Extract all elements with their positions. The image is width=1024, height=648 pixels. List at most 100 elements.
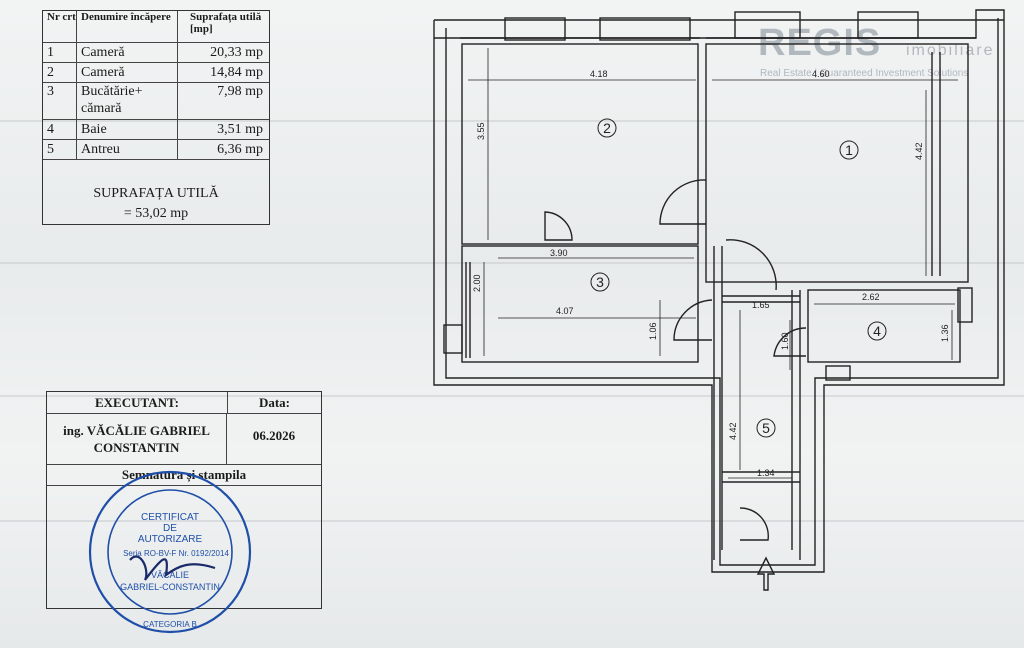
door-arc	[725, 239, 777, 291]
dim-label: 2.62	[862, 292, 880, 302]
door-arc	[739, 507, 769, 541]
room-number-4: 4	[873, 323, 881, 339]
door-arc	[773, 327, 807, 357]
row-area: 7,98 mp	[217, 84, 263, 99]
dim-label: 3.90	[550, 248, 568, 258]
door-arc	[673, 299, 713, 341]
window	[857, 11, 919, 39]
room-number-circle	[590, 272, 610, 292]
dim-label: 4.42	[728, 422, 738, 440]
row-nr: 4	[43, 120, 77, 139]
stamp-text: CERTIFICAT DE AUTORIZARE Seria RO-BV-F N…	[120, 512, 229, 629]
outer-wall	[433, 9, 1005, 573]
dim-label: 1.06	[648, 322, 658, 340]
dim-label: 4.42	[914, 142, 924, 160]
total-label: SUPRAFAȚA UTILĂ	[93, 186, 219, 201]
window	[825, 365, 851, 381]
date-label: Data:	[258, 395, 291, 410]
window	[734, 11, 801, 39]
room-number-circle	[867, 321, 887, 341]
dim-label: 2.00	[472, 274, 482, 292]
row-area: 3,51 mp	[217, 122, 263, 137]
signature-label: Semnatura și stampila	[47, 465, 321, 486]
signature-icon	[129, 555, 216, 581]
executant-box: EXECUTANT: Data: ing. VĂCĂLIE GABRIEL CO…	[46, 391, 322, 609]
room-2-outline	[461, 43, 699, 245]
room-number-circle	[756, 418, 776, 438]
window	[504, 17, 566, 41]
dim-label: 1.36	[940, 324, 950, 342]
row-nr: 5	[43, 140, 77, 159]
window	[957, 287, 973, 323]
dim-label: 1.60	[780, 332, 790, 350]
stamp-name-1: VĂCĂLIE	[151, 570, 189, 580]
row-name: Cameră	[77, 63, 178, 82]
table-row: 1 Cameră 20,33 mp	[43, 43, 269, 63]
room-number-circle	[839, 140, 859, 160]
logo-tagline: Real Estate | Guaranteed Investment Solu…	[760, 68, 969, 79]
row-area: 6,36 mp	[217, 142, 263, 157]
executant-name-line1: ing. VĂCĂLIE GABRIEL	[63, 423, 210, 438]
row-name: Cameră	[77, 43, 178, 62]
header-area: Suprafața utilă [mp]	[190, 11, 262, 35]
row-area: 20,33 mp	[210, 45, 263, 60]
window	[599, 17, 691, 41]
window	[443, 324, 463, 354]
outer-wall-inner	[445, 18, 999, 566]
dim-label: 4.60	[812, 69, 830, 79]
room-3-outline	[461, 245, 699, 363]
table-row: 5 Antreu 6,36 mp	[43, 140, 269, 160]
room-number-5: 5	[762, 420, 770, 436]
executant-label: EXECUTANT:	[47, 392, 228, 413]
row-nr: 2	[43, 63, 77, 82]
row-area: 14,84 mp	[210, 65, 263, 80]
dimension-labels: 4.18 4.60 3.55 4.42 3.90 2.00 4.07 1.06 …	[472, 69, 950, 478]
dim-label: 3.55	[476, 122, 486, 140]
executant-header: EXECUTANT: Data:	[47, 392, 321, 414]
executant-date: 06.2026	[252, 428, 296, 443]
total-area: SUPRAFAȚA UTILĂ = 53,02 mp	[43, 160, 269, 224]
stamp-title-1: CERTIFICAT	[141, 512, 199, 523]
executant-values: ing. VĂCĂLIE GABRIEL CONSTANTIN 06.2026	[47, 414, 321, 465]
row-name: Antreu	[77, 140, 178, 159]
entry-arrow-icon	[756, 556, 776, 591]
door-arc	[659, 179, 707, 225]
room-labels: 1 2 3 4 5	[590, 118, 887, 438]
header-name: Denumire încăpere	[77, 11, 178, 42]
dim-label: 1.34	[757, 468, 775, 478]
logo-sub: imobiliare	[906, 42, 995, 59]
total-value: = 53,02 mp	[123, 206, 189, 221]
room-1-outline	[705, 43, 969, 283]
room-number-3: 3	[596, 274, 604, 290]
room-number-2: 2	[603, 120, 611, 136]
dim-label: 1.65	[752, 300, 770, 310]
area-table: Nr crt Denumire încăpere Suprafața utilă…	[42, 10, 270, 225]
header-nr: Nr crt	[43, 11, 77, 42]
executant-name-line2: CONSTANTIN	[93, 440, 180, 455]
table-row: 4 Baie 3,51 mp	[43, 120, 269, 140]
authorization-stamp	[88, 470, 252, 634]
dim-label: 4.07	[556, 306, 574, 316]
row-name: Baie	[77, 120, 178, 139]
room-4-outline	[807, 289, 961, 363]
row-name: Bucătărie+ cămară	[77, 83, 178, 119]
stamp-title-2: DE	[163, 523, 177, 534]
room-number-circle	[597, 118, 617, 138]
corridor-walls	[713, 246, 801, 560]
row-nr: 1	[43, 43, 77, 62]
stamp-category: CATEGORIA B	[143, 620, 197, 629]
agency-logo: REGIS imobiliare Real Estate | Guarantee…	[758, 18, 1018, 88]
door-arc	[544, 211, 573, 241]
stamp-title-3: AUTORIZARE	[138, 534, 203, 545]
executant-name: ing. VĂCĂLIE GABRIEL CONSTANTIN	[47, 414, 227, 464]
stamp-name-2: GABRIEL-CONSTANTIN	[120, 582, 220, 592]
area-table-header: Nr crt Denumire încăpere Suprafața utilă…	[43, 11, 269, 43]
room-number-1: 1	[845, 142, 853, 158]
logo-brand: REGIS	[758, 22, 882, 64]
stamp-series: Seria RO-BV-F Nr. 0192/2014	[123, 549, 229, 558]
row-nr: 3	[43, 83, 77, 119]
dim-label: 4.18	[590, 69, 608, 79]
table-row: 3 Bucătărie+ cămară 7,98 mp	[43, 83, 269, 120]
